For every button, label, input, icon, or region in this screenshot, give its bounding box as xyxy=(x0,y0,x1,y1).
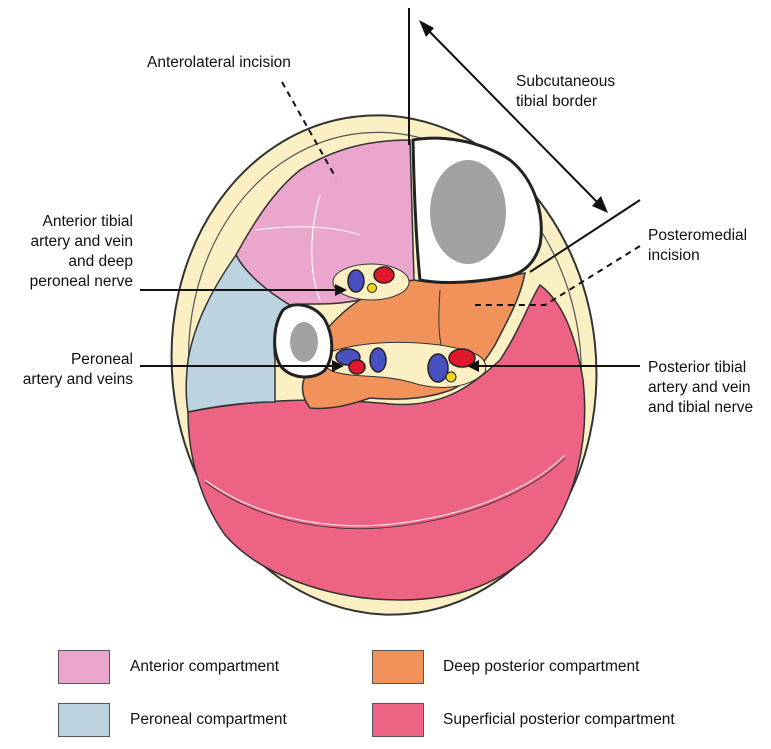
anterior-tibial-vein xyxy=(347,269,365,293)
legend-swatch-deep-posterior xyxy=(372,650,424,684)
anterior-neurovascular-fat xyxy=(332,263,410,301)
subcutaneous-arrow xyxy=(425,27,601,206)
legend-label-anterior: Anterior compartment xyxy=(130,658,280,675)
tibial-nerve xyxy=(445,371,457,383)
subcutaneous-arrowhead-bottom xyxy=(592,196,608,213)
legend-label-superficial-posterior: Superficial posterior compartment xyxy=(443,711,675,728)
label-subcutaneous-tibial-border: Subcutaneous tibial border xyxy=(516,73,616,110)
subcutaneous-arrowhead-top xyxy=(419,20,434,37)
anterior-tibial-artery xyxy=(373,266,395,284)
peroneal-vein-2 xyxy=(369,347,387,373)
anterior-tibial-pointer-head xyxy=(335,284,347,296)
posterior-tibial-pointer-head xyxy=(467,360,479,372)
posteromedial-incision-line xyxy=(475,245,641,306)
legend-label-peroneal: Peroneal compartment xyxy=(130,711,287,728)
superficial-posterior-septum-2 xyxy=(204,457,566,530)
deep-peroneal-nerve xyxy=(367,283,377,293)
label-posteromedial-incision: Posteromedial incision xyxy=(648,227,748,264)
label-anterior-tibial-artery: Anterior tibial artery and vein and deep… xyxy=(29,213,133,290)
fibula-marrow xyxy=(290,322,318,362)
anterior-inner-septum-b xyxy=(254,226,361,236)
posteromedial-line xyxy=(529,199,641,273)
label-anterolateral-incision: Anterolateral incision xyxy=(147,54,291,71)
anterolateral-incision-line xyxy=(281,81,337,179)
legend-label-deep-posterior: Deep posterior compartment xyxy=(443,658,640,675)
label-posterior-tibial-artery: Posterior tibial artery and vein and tib… xyxy=(648,359,754,416)
peroneal-pointer-head xyxy=(332,360,344,372)
peroneal-artery xyxy=(348,359,366,375)
superficial-posterior-compartment xyxy=(187,283,586,601)
legend-swatch-anterior xyxy=(58,650,110,684)
label-peroneal-artery-veins: Peroneal artery and veins xyxy=(22,351,133,388)
posterior-tibial-vein xyxy=(427,353,449,383)
legend-swatch-superficial-posterior xyxy=(372,703,424,737)
posterior-tibial-artery xyxy=(448,348,476,368)
legend-swatch-peroneal xyxy=(58,703,110,737)
superficial-posterior-septum xyxy=(204,454,566,527)
tibia-marrow xyxy=(430,160,506,264)
